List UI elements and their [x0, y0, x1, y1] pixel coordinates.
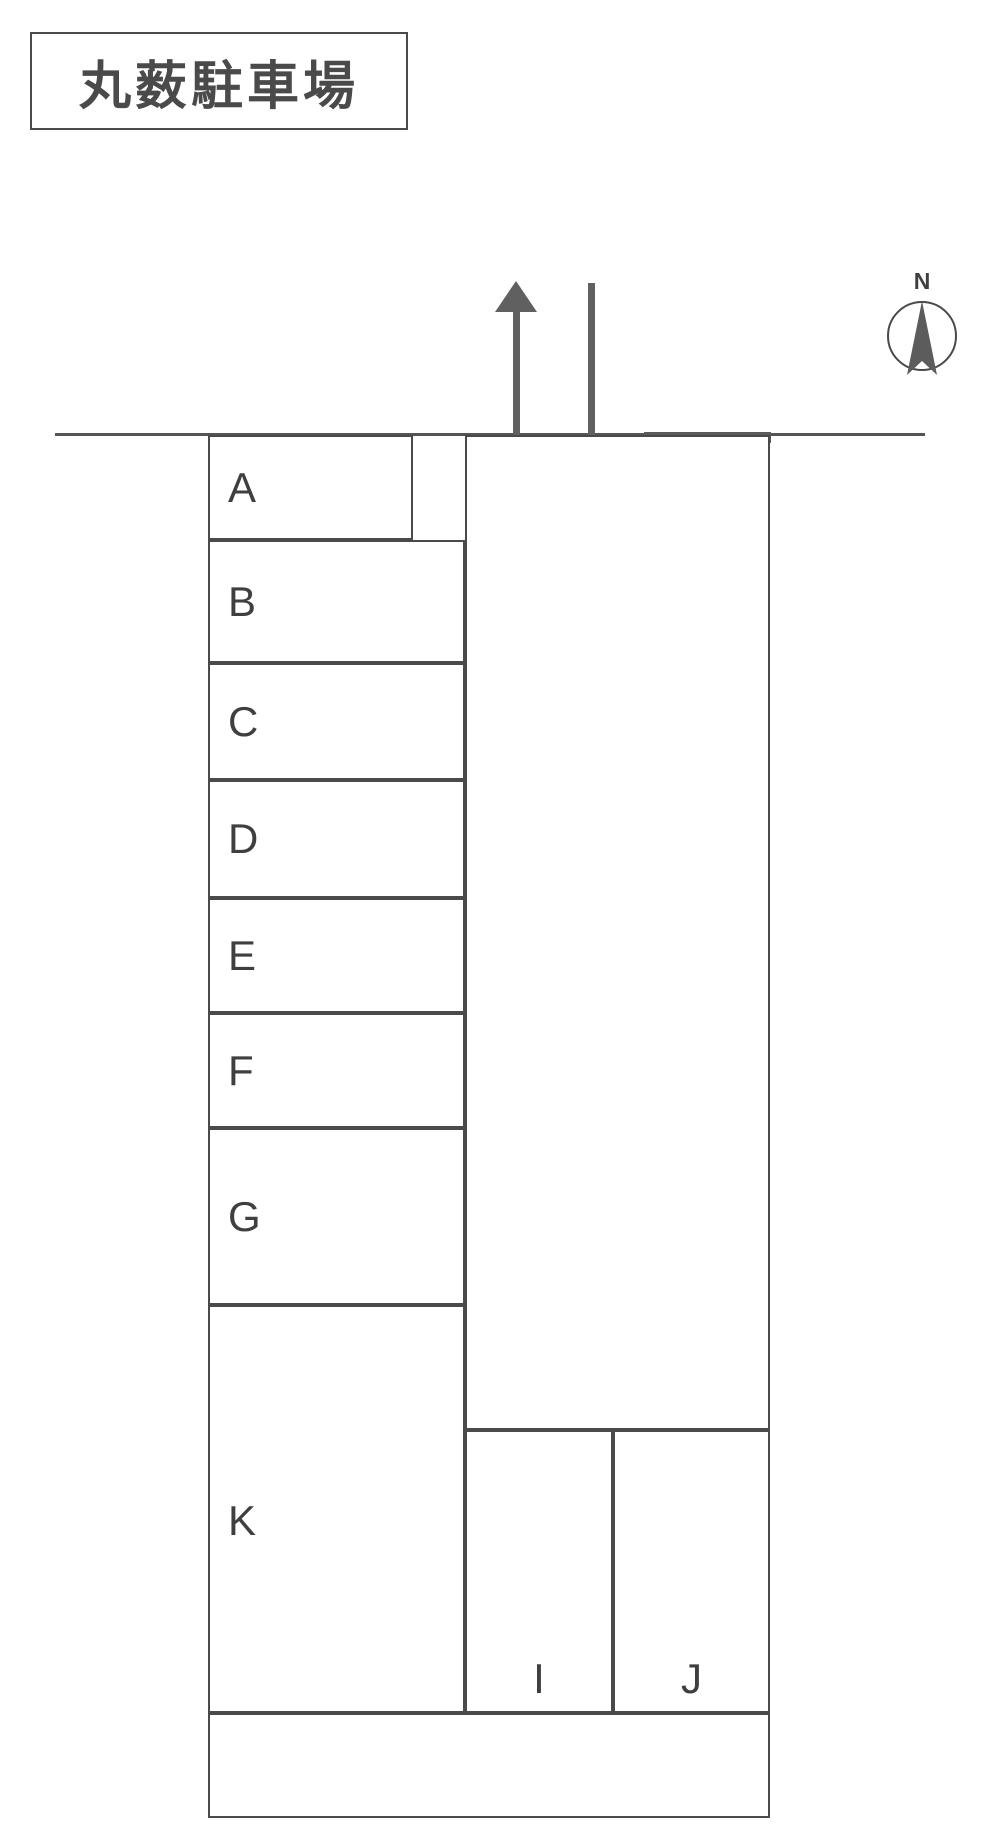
- compass-north-label: N: [913, 268, 931, 294]
- parking-space-k[interactable]: K: [208, 1305, 465, 1713]
- parking-space-a-label: A: [228, 463, 257, 511]
- parking-space-f[interactable]: F: [208, 1013, 465, 1128]
- title-box: 丸薮駐車場: [30, 32, 408, 130]
- parking-space-e[interactable]: E: [208, 898, 465, 1013]
- parking-space-e-label: E: [228, 931, 257, 979]
- drive-aisle: [465, 435, 770, 1430]
- lot-plan: A B C D E F G K I: [208, 435, 770, 1818]
- compass-rose: N: [884, 268, 960, 378]
- parking-space-k-label: K: [228, 1497, 257, 1544]
- parking-space-d[interactable]: D: [208, 780, 465, 898]
- parking-space-b-label: B: [228, 577, 257, 625]
- bottom-strip: [208, 1713, 770, 1818]
- parking-space-i[interactable]: I: [465, 1430, 613, 1713]
- parking-space-a[interactable]: A: [208, 435, 413, 540]
- parking-space-c-label: C: [228, 697, 259, 745]
- parking-space-j[interactable]: J: [613, 1430, 770, 1713]
- arrow-down-shaft: [588, 283, 595, 529]
- parking-space-f-label: F: [228, 1046, 254, 1094]
- arrow-up-shaft: [513, 292, 520, 538]
- parking-space-j-label: J: [681, 1655, 702, 1702]
- parking-space-b[interactable]: B: [208, 540, 465, 663]
- parking-space-g[interactable]: G: [208, 1128, 465, 1305]
- parking-space-c[interactable]: C: [208, 663, 465, 780]
- street-line: [55, 433, 925, 436]
- page-title: 丸薮駐車場: [78, 56, 359, 117]
- north-arrow-icon: [907, 301, 937, 375]
- parking-space-i-label: I: [533, 1655, 545, 1702]
- parking-space-g-label: G: [228, 1192, 261, 1240]
- parking-space-d-label: D: [228, 815, 259, 862]
